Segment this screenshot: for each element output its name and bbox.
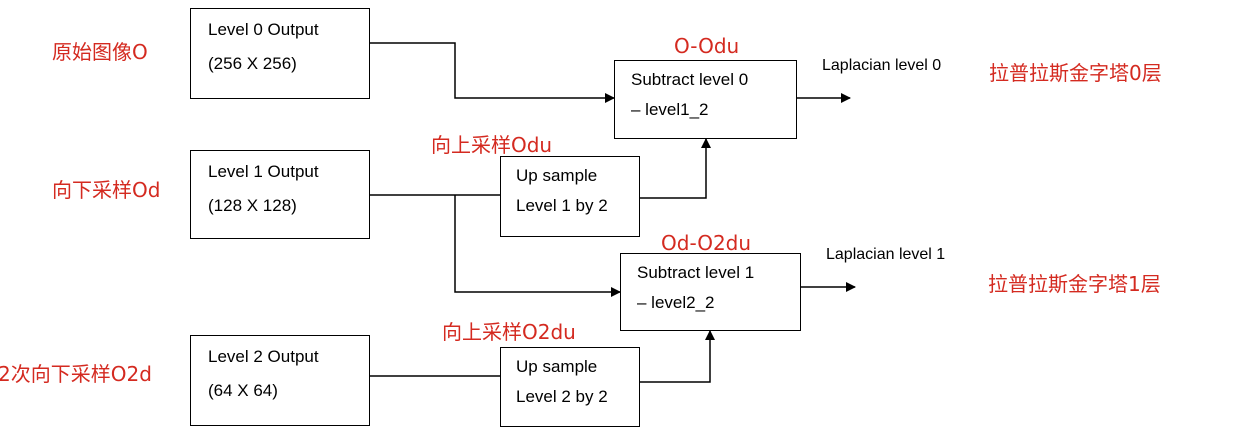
arrow-level0-to-subtract0 — [370, 42, 615, 103]
arrow-upsample1-to-subtract0 — [640, 138, 711, 199]
annotation-diff1: Od-O2du — [661, 231, 752, 255]
upsample1-title: Up sample — [516, 166, 598, 185]
annotation-down1: 向下采样Od — [52, 178, 161, 202]
output-label-lap1: Laplacian level 1 — [826, 246, 946, 263]
level1-title: Level 1 Output — [208, 162, 319, 181]
upsample2-title: Up sample — [516, 357, 598, 376]
subtract1-operand: – level2_2 — [637, 293, 715, 312]
subtract1-box: Subtract level 1 – level2_2 — [620, 253, 801, 331]
subtract0-title: Subtract level 0 — [631, 70, 749, 89]
annotation-up-odu: 向上采样Odu — [431, 133, 553, 157]
annotation-up-o2du: 向上采样O2du — [442, 320, 576, 344]
annotation-lap0-cn: 拉普拉斯金字塔0层 — [989, 61, 1162, 85]
annotation-original: 原始图像O — [52, 40, 148, 64]
annotation-diff0: O-Odu — [674, 34, 740, 58]
output-label-lap0: Laplacian level 0 — [822, 57, 942, 74]
subtract0-box: Subtract level 0 – level1_2 — [614, 60, 797, 139]
level0-size: (256 X 256) — [208, 54, 297, 73]
arrow-level1-to-subtract1 — [454, 195, 621, 297]
level1-size: (128 X 128) — [208, 196, 297, 215]
upsample1-factor: Level 1 by 2 — [516, 196, 608, 215]
upsample2-box: Up sample Level 2 by 2 — [500, 347, 640, 427]
level1-output-box: Level 1 Output (128 X 128) — [190, 150, 370, 239]
level0-output-box: Level 0 Output (256 X 256) — [190, 8, 370, 99]
level2-output-box: Level 2 Output (64 X 64) — [190, 335, 370, 426]
level0-title: Level 0 Output — [208, 20, 319, 39]
upsample1-box: Up sample Level 1 by 2 — [500, 156, 640, 237]
upsample2-factor: Level 2 by 2 — [516, 387, 608, 406]
annotation-lap1-cn: 拉普拉斯金字塔1层 — [988, 272, 1161, 296]
annotation-down2: 2次向下采样O2d — [0, 362, 152, 386]
arrow-upsample2-to-subtract1 — [640, 330, 715, 383]
level2-title: Level 2 Output — [208, 347, 319, 366]
level2-size: (64 X 64) — [208, 381, 278, 400]
subtract0-operand: – level1_2 — [631, 100, 709, 119]
subtract1-title: Subtract level 1 — [637, 263, 755, 282]
